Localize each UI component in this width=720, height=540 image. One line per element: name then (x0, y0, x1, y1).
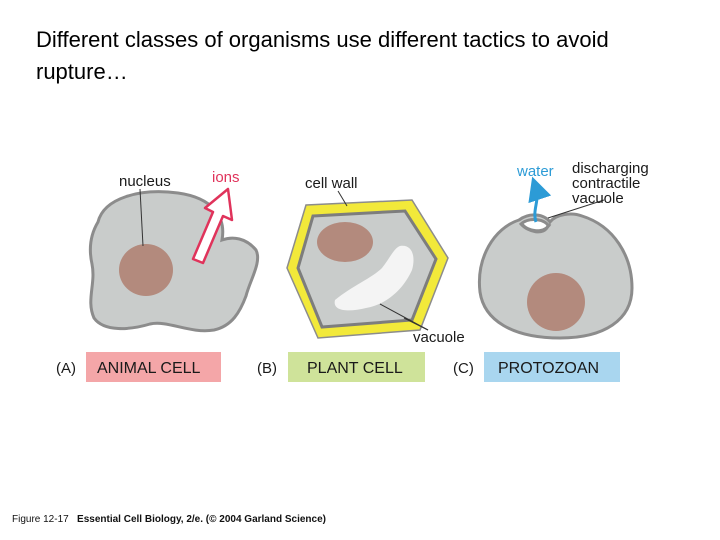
panel-b-id: (B) (257, 360, 277, 377)
slide-title: Different classes of organisms use diffe… (36, 27, 609, 84)
ions-label: ions (212, 169, 240, 186)
water-arrow-icon (528, 176, 552, 223)
panel-c-name: PROTOZOAN (498, 360, 599, 377)
ions-arrow-icon (191, 187, 234, 265)
figure-source: Essential Cell Biology, 2/e. (© 2004 Gar… (77, 514, 326, 525)
cell-wall-label: cell wall (305, 175, 358, 192)
discharging-pointer (547, 199, 605, 219)
plant-cell-body (296, 209, 438, 329)
panel-b-name: PLANT CELL (307, 360, 403, 377)
vacuole-label: vacuole (413, 329, 465, 346)
protozoan-nucleus (527, 273, 585, 331)
discharging-label-2: contractile (572, 175, 640, 192)
panel-c-box (484, 352, 620, 382)
panel-b-box (288, 352, 425, 382)
animal-cell-body (88, 190, 260, 333)
figure-number: Figure 12-17 (12, 514, 69, 525)
nucleus-pointer (139, 188, 144, 247)
nucleus-label: nucleus (119, 173, 171, 190)
panel-c-id: (C) (453, 360, 474, 377)
figure-caption: Figure 12-17 Essential Cell Biology, 2/e… (12, 514, 326, 525)
animal-nucleus (119, 244, 173, 296)
discharging-label-1: discharging (572, 160, 649, 177)
discharging-label-3: vacuole (572, 190, 624, 207)
plant-nucleus (317, 222, 373, 262)
vacuole-pointer-2 (403, 317, 429, 331)
contractile-vacuole-notch (520, 222, 552, 233)
panel-a-name: ANIMAL CELL (97, 360, 201, 377)
cell-wall-pointer (337, 190, 348, 207)
plant-vacuole (334, 245, 414, 311)
panel-a-box (86, 352, 221, 382)
water-label: water (516, 163, 554, 180)
panel-a-id: (A) (56, 360, 76, 377)
